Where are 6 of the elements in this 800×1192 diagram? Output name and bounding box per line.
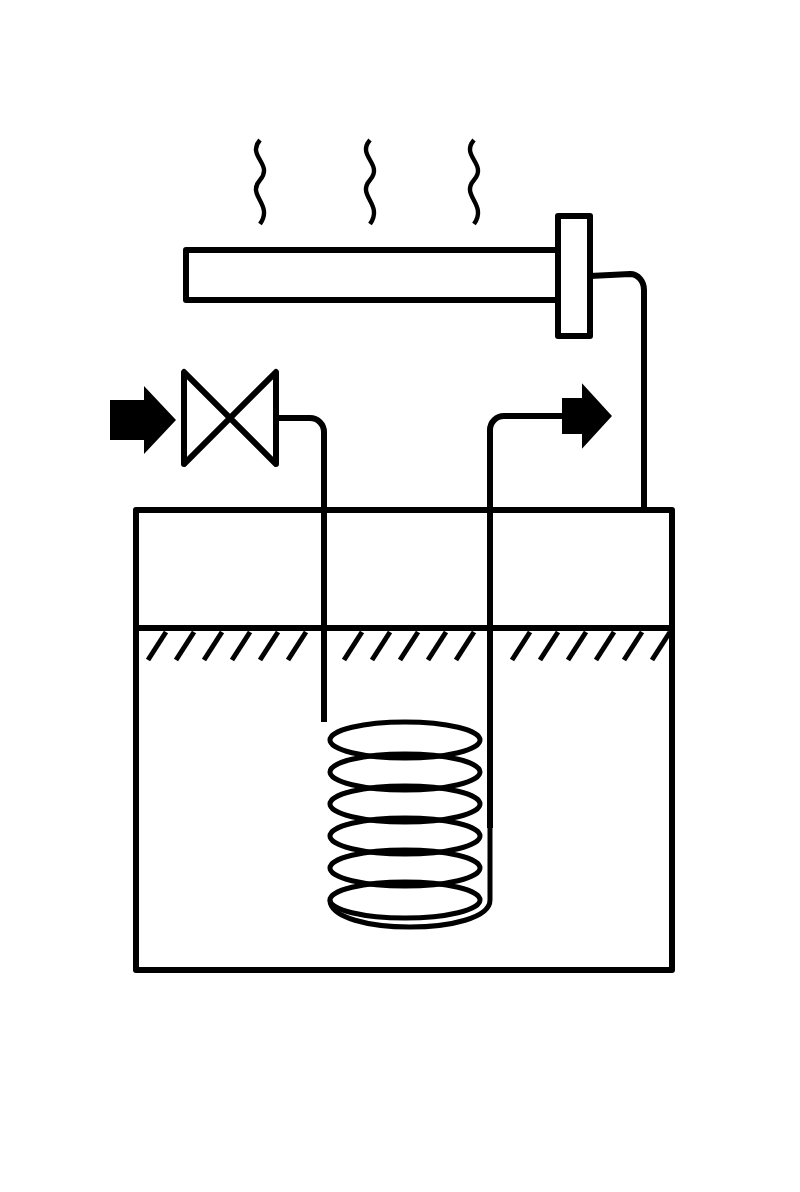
- pipe: [276, 415, 327, 722]
- valve-symbol: [181, 369, 279, 467]
- burner-bar: [183, 213, 593, 339]
- tank: [133, 507, 675, 973]
- pipe: [589, 271, 647, 510]
- heating-coil: [327, 719, 493, 930]
